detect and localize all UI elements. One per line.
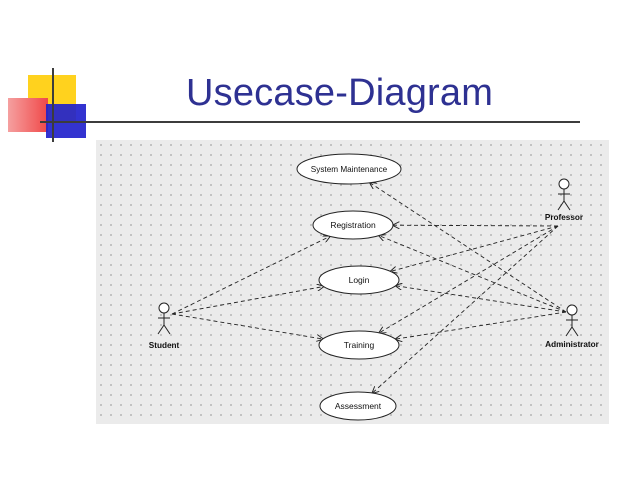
usecase-label: System Maintenance xyxy=(311,165,388,174)
actor-left-leg xyxy=(157,324,165,335)
association-administrator-system-maintenance xyxy=(370,183,567,313)
actor-head xyxy=(566,304,578,316)
associations-layer xyxy=(171,183,567,393)
usecase-assessment: Assessment xyxy=(319,391,397,421)
actor-right-leg xyxy=(563,200,571,211)
actor-left-leg xyxy=(565,326,573,337)
actor-professor: Professor xyxy=(545,178,584,222)
actor-head xyxy=(158,302,170,314)
deco-red-square xyxy=(8,98,48,132)
actor-administrator: Administrator xyxy=(545,304,600,349)
association-professor-login xyxy=(391,225,559,271)
usecase-ellipse xyxy=(312,210,394,240)
actor-left-leg xyxy=(557,200,565,211)
usecase-ellipse xyxy=(296,153,402,185)
actor-head xyxy=(558,178,570,190)
usecase-training: Training xyxy=(318,330,400,360)
usecase-label: Assessment xyxy=(335,401,382,411)
association-professor-training xyxy=(379,225,559,333)
usecase-label: Training xyxy=(344,340,375,350)
association-student-registration xyxy=(171,236,330,315)
usecase-ellipse xyxy=(318,265,400,295)
association-professor-assessment xyxy=(372,225,559,393)
use-cases-layer: System MaintenanceRegistrationLoginTrain… xyxy=(296,153,402,421)
deco-vertical-line xyxy=(52,68,54,142)
association-student-login xyxy=(171,287,324,315)
association-administrator-training xyxy=(395,311,567,339)
usecase-diagram: System MaintenanceRegistrationLoginTrain… xyxy=(149,153,600,421)
usecase-ellipse xyxy=(319,391,397,421)
association-administrator-login xyxy=(396,286,567,313)
association-administrator-registration xyxy=(379,236,567,313)
actor-student: Student xyxy=(149,302,180,350)
usecase-ellipse xyxy=(318,330,400,360)
usecase-label: Registration xyxy=(330,220,376,230)
actor-right-leg xyxy=(571,326,579,337)
association-professor-registration xyxy=(393,225,559,226)
usecase-registration: Registration xyxy=(312,210,394,240)
slide-title: Usecase-Diagram xyxy=(186,72,494,114)
actor-label: Professor xyxy=(545,213,584,222)
usecase-system-maintenance: System Maintenance xyxy=(296,153,402,185)
actor-label: Student xyxy=(149,341,180,350)
usecase-login: Login xyxy=(318,265,400,295)
association-student-training xyxy=(171,313,323,339)
usecase-label: Login xyxy=(349,275,370,285)
actor-right-leg xyxy=(163,324,171,335)
actor-label: Administrator xyxy=(545,340,599,349)
title-rule xyxy=(40,121,580,123)
